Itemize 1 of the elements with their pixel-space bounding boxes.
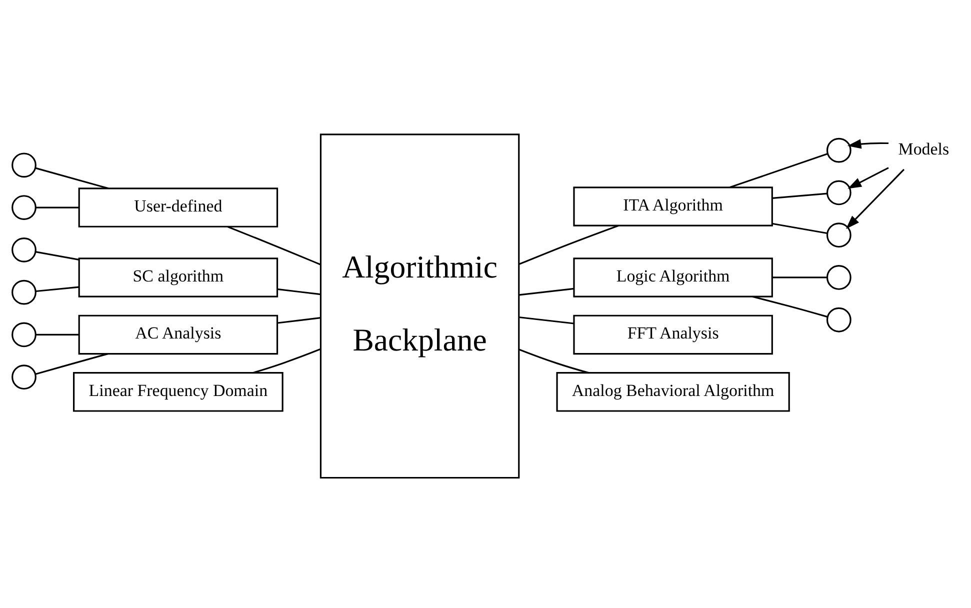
node-text: Models xyxy=(898,138,950,158)
